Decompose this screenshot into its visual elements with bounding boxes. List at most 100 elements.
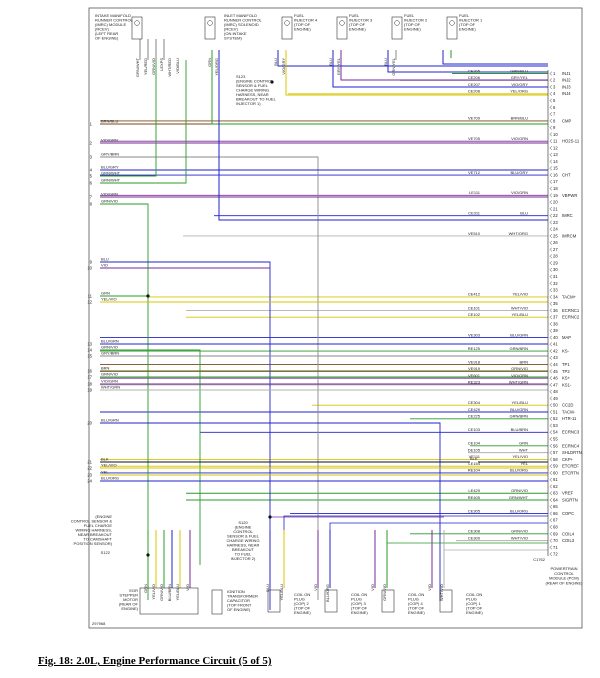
harness-note-line: NEAR BREAKOUT bbox=[78, 532, 113, 537]
pcm-function-label: ECRNC1 bbox=[562, 308, 580, 313]
left-wire-color: BRN/BLU bbox=[101, 119, 118, 124]
top-wire-label: YEL/RED bbox=[143, 58, 148, 75]
pcm-pin-mark bbox=[549, 267, 553, 272]
pcm-label-line: MODULE (PCM) bbox=[549, 576, 579, 581]
pcm-pin-number: 32 bbox=[553, 281, 558, 286]
pcm-pin-mark bbox=[549, 139, 553, 144]
pcm-circuit-label: CE311 bbox=[468, 210, 481, 215]
coil-label-line: ENGINE) bbox=[294, 610, 311, 615]
capacitor-label-line: (TOP FRONT bbox=[227, 603, 252, 608]
left-wire-color: BLU/GRN bbox=[101, 339, 119, 344]
pcm-function-label: INJ2 bbox=[562, 78, 571, 83]
pcm-color-label: BLU/GRY bbox=[511, 170, 529, 175]
pcm-pin-number: 12 bbox=[553, 145, 558, 150]
pcm-color-label: BRN bbox=[520, 359, 529, 364]
top-component-label-line: (RCEV) bbox=[95, 27, 109, 32]
pcm-pin-mark bbox=[549, 132, 553, 137]
splice-top-note-line: S123 bbox=[236, 74, 246, 79]
coil-label-line: (TOP OF bbox=[351, 606, 368, 611]
pcm-color-label: GRN/BLU bbox=[510, 68, 528, 73]
left-wire-color: GRN/VIO bbox=[101, 372, 118, 377]
bottom-wire-label: BLU/ORG bbox=[325, 584, 330, 602]
pcm-color-label: GRY/YEL bbox=[511, 75, 529, 80]
pcm-function-label: TACM+ bbox=[562, 294, 577, 299]
left-wire-color: VIO/GRN bbox=[101, 192, 118, 197]
top-wire-label: GRN/VIO bbox=[151, 58, 156, 75]
pcm-pin-mark bbox=[549, 511, 553, 516]
pcm-pin-mark bbox=[549, 112, 553, 117]
pcm-circuit-label: CE104 bbox=[468, 441, 481, 446]
left-wire-number: 10 bbox=[87, 266, 92, 271]
pcm-pin-number: 64 bbox=[553, 497, 558, 502]
pcm-pin-number: 46 bbox=[553, 376, 558, 381]
injector-symbol bbox=[207, 20, 213, 26]
pcm-pin-number: 51 bbox=[553, 409, 558, 414]
coil-connector bbox=[267, 589, 281, 613]
pcm-pin-mark bbox=[549, 254, 553, 259]
component-layer bbox=[131, 16, 553, 615]
left-wire-color: GRY/BRN bbox=[101, 351, 119, 356]
pcm-pin-number: 45 bbox=[553, 369, 558, 374]
pcm-connector-id: C1762 bbox=[533, 557, 546, 562]
coil-label-line: COIL ON bbox=[408, 592, 424, 597]
pcm-pin-number: 68 bbox=[553, 524, 558, 529]
coil-wire-run bbox=[283, 515, 548, 530]
pcm-pin-mark bbox=[549, 437, 553, 442]
splice-top-note-line: (ENGINE CONTROL bbox=[236, 79, 274, 84]
pcm-pin-number: 49 bbox=[553, 396, 558, 401]
top-component-label-line: (LEFT REAR bbox=[95, 31, 118, 36]
pcm-pin-number: 8 bbox=[553, 118, 556, 123]
pcm-label-line: (REAR OF ENGINE) bbox=[546, 580, 584, 585]
left-wire-number: 5 bbox=[90, 174, 93, 179]
pcm-pin-number: 26 bbox=[553, 240, 558, 245]
top-wire-label: GRN/YEL bbox=[391, 57, 396, 75]
coil-label-line: ENGINE) bbox=[408, 610, 425, 615]
capacitor-label-line: CAPACITOR bbox=[227, 598, 250, 603]
left-wire-number: 12 bbox=[87, 300, 92, 305]
pcm-circuit-label: VE709 bbox=[468, 116, 481, 121]
pcm-circuit-label: CE305 bbox=[468, 508, 481, 513]
pcm-pin-mark bbox=[549, 98, 553, 103]
splice-bottom-note-line: HARNESS, NEAR bbox=[227, 543, 260, 548]
top-component-label-line: OF ENGINE) bbox=[95, 36, 119, 41]
coil-label-line: ENGINE) bbox=[351, 610, 368, 615]
pcm-function-label: COIL3 bbox=[562, 538, 575, 543]
pcm-pin-mark bbox=[549, 545, 553, 550]
left-wire-color: BRN bbox=[101, 366, 110, 371]
bottom-wire-label: WHT/VIO bbox=[439, 584, 444, 601]
left-wire-number: 16 bbox=[87, 369, 92, 374]
splice-left-label: S122 bbox=[101, 550, 111, 555]
pcm-pin-number: 63 bbox=[553, 491, 558, 496]
pcm-circuit-label: CE101 bbox=[468, 305, 481, 310]
pcm-circuit-label: VE918 bbox=[468, 359, 481, 364]
capacitor-label-line: IGNITION bbox=[227, 589, 245, 594]
pcm-circuit-label: CE225 bbox=[468, 414, 481, 419]
top-component-label-line: ENGINE) bbox=[294, 27, 311, 32]
pcm-pin-number: 39 bbox=[553, 328, 558, 333]
pcm-function-label: CC2D bbox=[562, 403, 573, 408]
pcm-function-label: IMRCM bbox=[562, 233, 577, 238]
top-wire-label: BLU bbox=[273, 58, 278, 66]
pcm-circuit-label: RE323 bbox=[468, 380, 481, 385]
bottom-wire-label: VIO bbox=[185, 584, 190, 591]
left-wire-run bbox=[100, 349, 201, 565]
pcm-pin-number: 31 bbox=[553, 274, 558, 279]
pcm-pin-mark bbox=[549, 382, 553, 387]
splice-bottom-note-line: (ENGINE bbox=[235, 525, 252, 530]
pcm-function-label: HTR-11 bbox=[562, 416, 577, 421]
left-wire-color: VIO/GRN bbox=[101, 379, 118, 384]
pcm-color-label: GRN/VIO bbox=[511, 488, 528, 493]
bottom-wire-label: GRN bbox=[143, 584, 148, 593]
pcm-pin-mark bbox=[549, 484, 553, 489]
pcm-function-label: HO2S-11 bbox=[562, 139, 580, 144]
harness-note-line: (ENGINE bbox=[95, 514, 112, 519]
left-wire-number: 21 bbox=[87, 460, 92, 465]
pcm-function-label: CKP+ bbox=[562, 457, 574, 462]
pcm-function-label: TP1 bbox=[562, 362, 570, 367]
egr-label-line: (REAR OF bbox=[119, 602, 139, 607]
left-wire-color: BLK bbox=[101, 457, 109, 462]
top-component-label-line: (IMRC) SOLENOID bbox=[224, 22, 259, 27]
pcm-circuit-label: RE405 bbox=[468, 495, 481, 500]
left-wire-color: WHT/GRN bbox=[101, 385, 120, 390]
coil-label-line: (COP) 2 bbox=[294, 601, 309, 606]
